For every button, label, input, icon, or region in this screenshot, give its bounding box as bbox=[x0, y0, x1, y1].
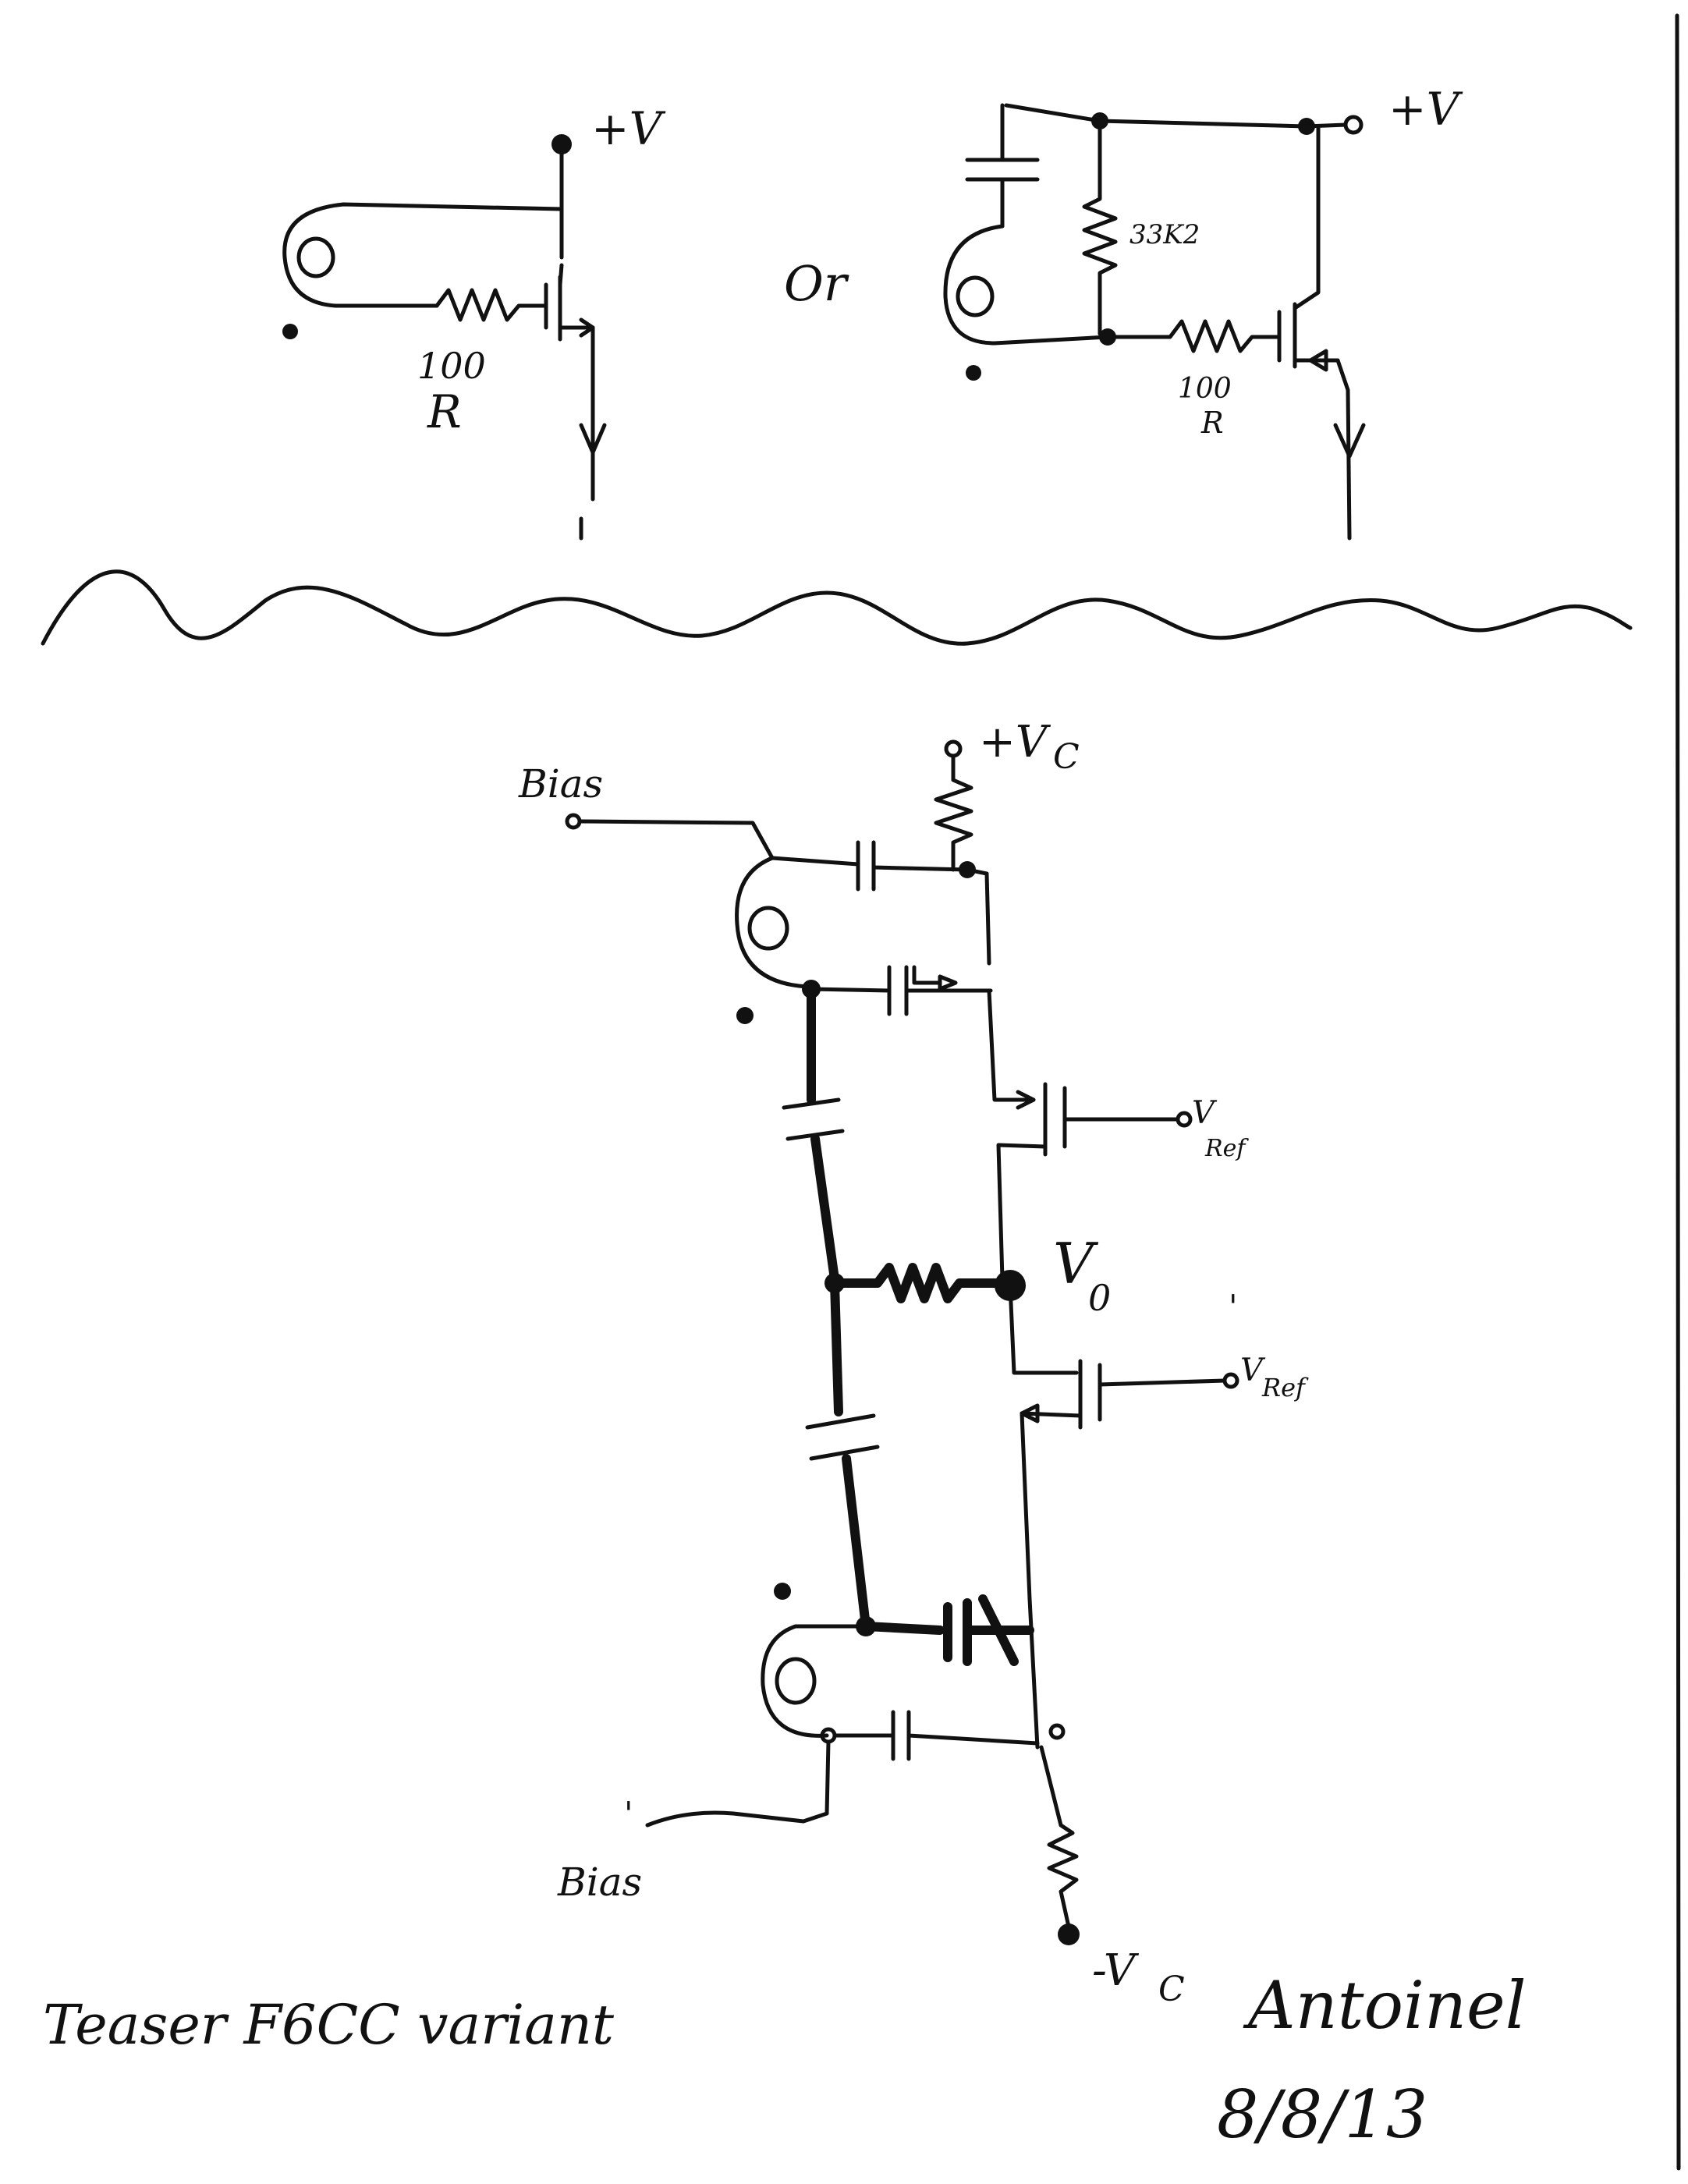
left-bus-mid bbox=[810, 1134, 839, 1284]
lower-fet-gate-icon bbox=[861, 1598, 1034, 1666]
output-label: V bbox=[1053, 1231, 1099, 1296]
bottom-load-resistor-icon bbox=[1039, 1745, 1079, 1929]
lower-fet-drain bbox=[978, 1594, 1019, 1666]
caption-text: Teaser F6CC variant bbox=[43, 1993, 615, 2057]
supply-terminal bbox=[1343, 115, 1364, 135]
vc-pos-subscript: C bbox=[1053, 737, 1080, 777]
vref-top-subscript: Ref bbox=[1204, 1135, 1249, 1162]
page-edge-line bbox=[1675, 13, 1681, 2171]
lower-node bbox=[1048, 1723, 1066, 1740]
upper-loop-wire bbox=[735, 856, 810, 989]
gate-resistor-icon bbox=[1105, 319, 1266, 353]
current-arrow-icon bbox=[579, 423, 607, 455]
coil-icon bbox=[296, 236, 335, 278]
cascode-upper-arrow-icon bbox=[1016, 1090, 1036, 1110]
terminal-wire bbox=[1304, 122, 1348, 129]
bias-top-label: Bias bbox=[518, 761, 603, 807]
gate-capacitor-icon bbox=[809, 965, 993, 1016]
gate-plate bbox=[528, 282, 548, 330]
bias-bottom-label: Bias bbox=[557, 1860, 642, 1905]
source-lead bbox=[558, 263, 595, 330]
bottom-circuit bbox=[565, 739, 1239, 1945]
upper-drain-wire bbox=[965, 867, 991, 966]
vref-bottom-label: V bbox=[1240, 1353, 1266, 1388]
top-right-supply-label: +V bbox=[1388, 83, 1463, 136]
top-right-resistor-unit: R bbox=[1200, 406, 1224, 440]
left-bus-bottom bbox=[842, 1454, 871, 1631]
top-left-resistor-unit: R bbox=[427, 385, 462, 438]
vref-top-label: V bbox=[1192, 1095, 1218, 1131]
coil-icon bbox=[956, 275, 995, 317]
or-label: Or bbox=[784, 255, 849, 312]
vref-bottom-wire bbox=[1098, 1378, 1227, 1387]
upper-coil-icon bbox=[747, 906, 789, 951]
lower-coupling-capacitor-icon bbox=[832, 1710, 1040, 1761]
loop-wire bbox=[943, 224, 1110, 346]
vc-neg-terminal bbox=[1058, 1923, 1080, 1945]
lower-coil-icon bbox=[775, 1657, 817, 1705]
top-left-supply-label: +V bbox=[591, 102, 666, 155]
cascode-lower-gate bbox=[1078, 1359, 1102, 1430]
top-left-resistor-value: 100 bbox=[417, 345, 486, 387]
top-load-resistor-icon bbox=[934, 754, 973, 872]
wavy-divider bbox=[41, 569, 1633, 646]
vref-bottom-prime: ' bbox=[1229, 1288, 1238, 1326]
top-right-resistor-value: 100 bbox=[1178, 373, 1232, 405]
vc-pos-label: +V bbox=[979, 717, 1051, 768]
signature-name: Antoinel bbox=[1243, 1967, 1527, 2044]
lower-loop-wire bbox=[761, 1624, 868, 1738]
bypass-capacitor-icon bbox=[965, 103, 1040, 229]
gate-plate bbox=[1261, 310, 1282, 363]
loop-wire bbox=[282, 202, 564, 308]
drain-lead bbox=[1293, 124, 1321, 310]
bias-bottom-wire bbox=[645, 1739, 831, 1828]
vref-bottom-subscript: Ref bbox=[1261, 1373, 1309, 1402]
signature-date: 8/8/13 bbox=[1217, 2076, 1427, 2153]
current-arrow-icon bbox=[1333, 423, 1366, 459]
cascode-upper-source bbox=[996, 1143, 1048, 1282]
cascode-upper-gate bbox=[1043, 1082, 1067, 1157]
source-arrow-icon bbox=[1308, 349, 1328, 372]
top-coupling-capacitor-icon bbox=[770, 840, 970, 892]
upper-fet-arrow-icon bbox=[938, 974, 958, 991]
vref-bottom-terminal bbox=[1222, 1372, 1239, 1389]
bias-bottom-prime: ' bbox=[624, 1795, 633, 1833]
bias-top-wire bbox=[577, 819, 775, 860]
lower-ground-dot bbox=[774, 1583, 791, 1600]
upper-fet-lead bbox=[912, 965, 942, 985]
vc-neg-subscript: C bbox=[1158, 1970, 1185, 2009]
top-right-circuit bbox=[943, 103, 1366, 541]
lower-drain-wire bbox=[1027, 1597, 1040, 1750]
lower-right-wire bbox=[1020, 1411, 1032, 1601]
cascode-lower-arrow-icon bbox=[1020, 1403, 1040, 1424]
cascode-lower-drain bbox=[1008, 1283, 1079, 1375]
output-subscript: 0 bbox=[1088, 1277, 1111, 1319]
top-left-circuit bbox=[282, 134, 607, 541]
vc-pos-terminal bbox=[944, 739, 963, 758]
cascode-lower-source bbox=[1020, 1411, 1083, 1418]
ground-dot bbox=[966, 365, 981, 381]
top-right-resistor-label: 33K2 bbox=[1129, 219, 1200, 250]
vref-top-terminal bbox=[1176, 1111, 1193, 1128]
ground-dot bbox=[282, 324, 298, 339]
upper-bus-capacitor-icon bbox=[782, 1097, 845, 1141]
gate-resistor-icon bbox=[434, 288, 533, 322]
source-wire bbox=[1335, 358, 1352, 541]
supply-rail bbox=[1004, 103, 1309, 129]
vc-neg-label: -V bbox=[1092, 1945, 1140, 1996]
cascode-upper-drain bbox=[987, 988, 1036, 1102]
bias-resistor-icon bbox=[1082, 119, 1118, 336]
left-bus-lower bbox=[830, 1278, 843, 1416]
feedback-resistor-icon bbox=[830, 1263, 1011, 1303]
upper-ground-dot bbox=[736, 1007, 754, 1024]
lower-bus-capacitor-icon bbox=[805, 1413, 880, 1461]
